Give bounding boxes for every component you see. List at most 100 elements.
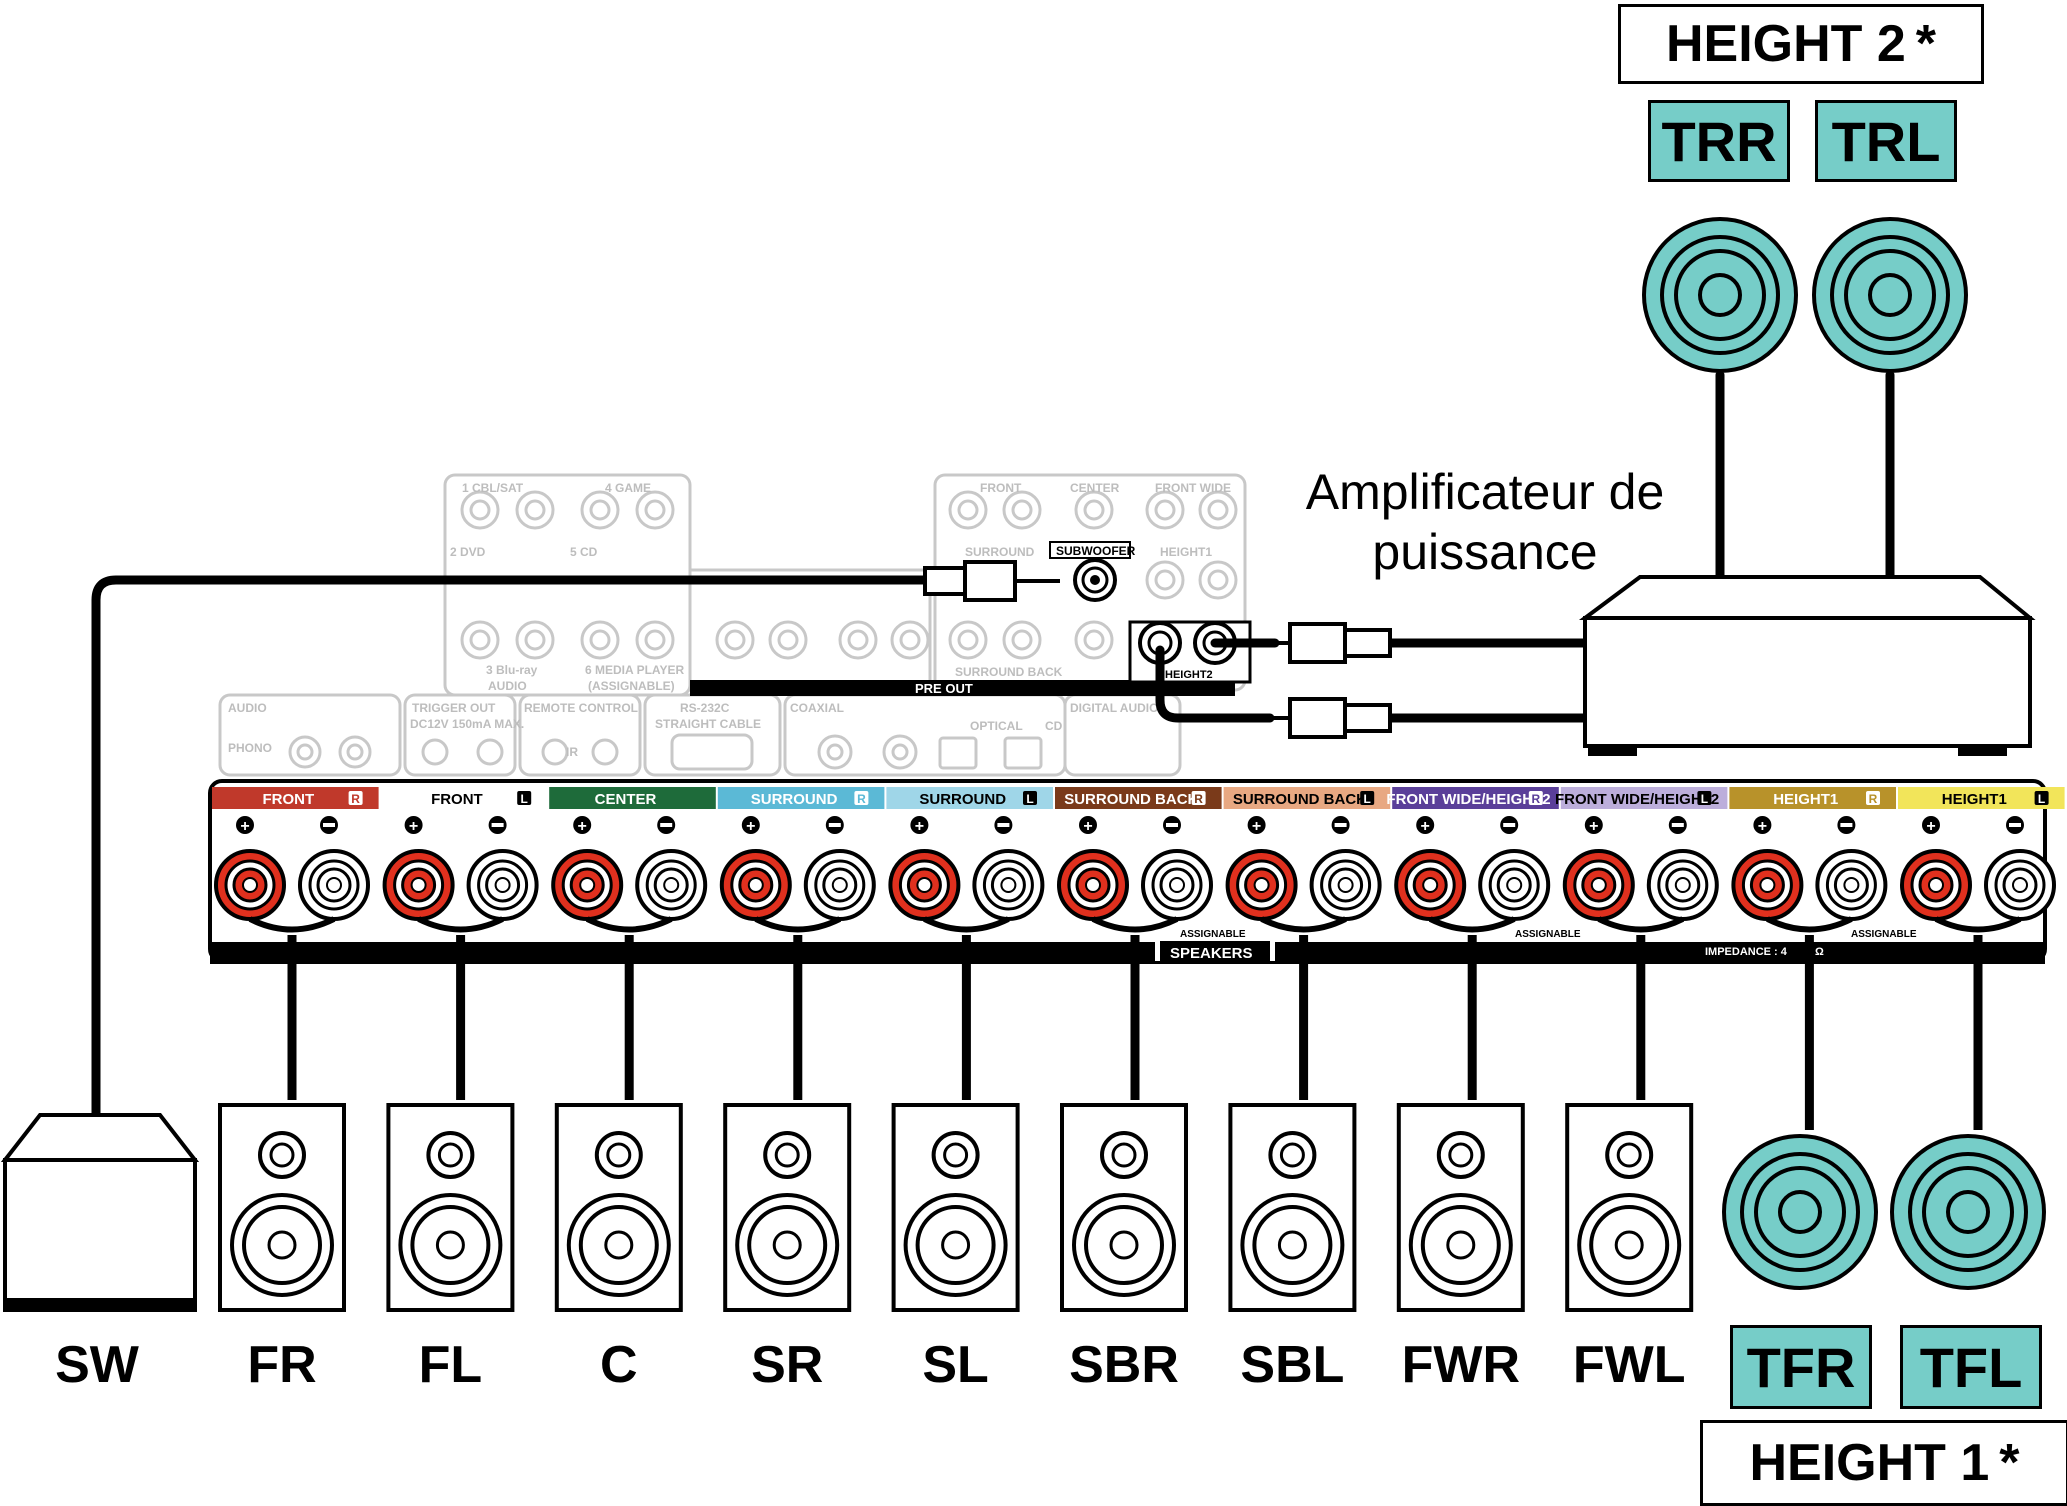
- floor-speaker-label: SBL: [1240, 1336, 1345, 1394]
- floor-speaker-label: FL: [418, 1336, 483, 1394]
- floor-speaker: [1396, 1103, 1525, 1312]
- height1-title: HEIGHT 1: [1749, 1434, 1990, 1492]
- speaker-wires: [287, 935, 1983, 1130]
- tag-tfr: TFR: [1730, 1325, 1872, 1409]
- terminal-header-side: L: [1701, 792, 1708, 806]
- svg-text:+: +: [915, 818, 924, 835]
- svg-text:DC12V 150mA MAX.: DC12V 150mA MAX.: [410, 717, 524, 731]
- floor-speaker: [723, 1103, 852, 1312]
- terminal-pair: +: [1900, 816, 2056, 933]
- svg-text:ASSIGNABLE: ASSIGNABLE: [1515, 929, 1581, 940]
- floor-speaker: [1060, 1103, 1188, 1312]
- trr-label: TRR: [1661, 109, 1777, 173]
- svg-text:+: +: [1589, 818, 1598, 835]
- svg-text:HEIGHT2: HEIGHT2: [1165, 669, 1213, 681]
- svg-text:+: +: [1421, 818, 1430, 835]
- terminal-pair: +: [1057, 816, 1213, 933]
- terminal-header-label: SURROUND BACK: [1064, 791, 1198, 808]
- terminal-header-side: L: [521, 792, 528, 806]
- svg-text:IMPEDANCE : 4: IMPEDANCE : 4: [1705, 946, 1788, 958]
- terminal-header-side: L: [1364, 792, 1371, 806]
- tfl-label: TFL: [1919, 1335, 2023, 1399]
- svg-text:+: +: [578, 818, 587, 835]
- svg-text:COAXIAL: COAXIAL: [790, 701, 844, 715]
- terminal-header-label: HEIGHT1: [1942, 791, 2007, 808]
- terminal-header: HEIGHT1 R: [1729, 787, 1896, 809]
- svg-text:SURROUND: SURROUND: [965, 545, 1035, 559]
- svg-text:HEIGHT1: HEIGHT1: [1160, 545, 1212, 559]
- terminal-header-label: FRONT: [431, 791, 483, 808]
- terminal-header-side: R: [1869, 792, 1878, 806]
- tfr-label: TFR: [1746, 1335, 1856, 1399]
- svg-text:2 DVD: 2 DVD: [450, 545, 486, 559]
- terminal-header-side: L: [2038, 792, 2045, 806]
- svg-text:SPEAKERS: SPEAKERS: [1170, 945, 1253, 962]
- svg-text:4 GAME: 4 GAME: [605, 481, 651, 495]
- terminal-pair: +: [719, 816, 876, 933]
- height1-title-box: HEIGHT 1 *: [1700, 1420, 2067, 1506]
- terminal-header-side: R: [1531, 792, 1540, 806]
- svg-text:CENTER: CENTER: [1070, 481, 1120, 495]
- height2-rear-right-speaker: [1642, 217, 1798, 373]
- trl-label: TRL: [1831, 109, 1941, 173]
- terminal-pair: +: [888, 816, 1045, 933]
- terminal-header-label: HEIGHT1: [1773, 791, 1838, 808]
- svg-text:3 Blu-ray: 3 Blu-ray: [486, 663, 538, 677]
- floor-speaker-label: SBR: [1069, 1336, 1179, 1394]
- terminal-pair: +: [551, 816, 708, 933]
- bottom-label-tabs: SPEAKERS ASSIGNABLE ASSIGNABLE ASSIGNABL…: [1155, 929, 1917, 962]
- terminal-header-label: SURROUND: [751, 791, 838, 808]
- terminal-header-label: SURROUND: [919, 791, 1006, 808]
- floor-speaker: [386, 1103, 515, 1312]
- terminal-header-label: SURROUND BACK: [1233, 791, 1367, 808]
- terminal-header-label: FRONT: [262, 791, 314, 808]
- svg-text:TRIGGER OUT: TRIGGER OUT: [412, 701, 496, 715]
- svg-text:PRE OUT: PRE OUT: [915, 681, 973, 696]
- svg-text:IR: IR: [566, 745, 578, 759]
- faded-panel-labels: 1 CBL/SAT 4 GAME 2 DVD 5 CD 3 Blu-ray 6 …: [228, 481, 1231, 759]
- rca-plug-subwoofer: [923, 560, 1060, 602]
- floor-speaker-label: C: [600, 1336, 638, 1394]
- pre-out-bar: PRE OUT: [690, 680, 1235, 696]
- tag-trr: TRR: [1648, 100, 1790, 182]
- svg-text:OPTICAL: OPTICAL: [970, 719, 1023, 733]
- svg-text:+: +: [1926, 818, 1935, 835]
- floor-speaker-label: SL: [922, 1336, 989, 1394]
- rca-plug-height2-l: [1262, 697, 1392, 739]
- svg-text:1 CBL/SAT: 1 CBL/SAT: [462, 481, 524, 495]
- terminal-header-side: R: [1194, 792, 1203, 806]
- amplifier-label-line1: Amplificateur de: [1305, 464, 1665, 520]
- svg-text:AUDIO: AUDIO: [488, 679, 527, 693]
- terminal-header: CENTER: [549, 787, 716, 809]
- terminal-header: HEIGHT1 L: [1898, 787, 2065, 809]
- svg-text:ASSIGNABLE: ASSIGNABLE: [1851, 929, 1917, 940]
- svg-text:6 MEDIA PLAYER: 6 MEDIA PLAYER: [585, 663, 684, 677]
- floor-speaker-label: SR: [751, 1336, 824, 1394]
- terminal-header-side: R: [857, 792, 866, 806]
- height2-title-box: HEIGHT 2 *: [1618, 4, 1984, 84]
- faded-jacks: [288, 490, 1238, 771]
- svg-text:+: +: [409, 818, 418, 835]
- terminal-pair: +: [1731, 816, 1888, 933]
- height2-pre-out-jacks: HEIGHT2: [1128, 620, 1252, 684]
- terminal-pair: +: [1225, 816, 1382, 933]
- terminal-header-label: FRONT WIDE/HEIGHT2: [1386, 791, 1550, 808]
- svg-text:+: +: [1252, 818, 1261, 835]
- svg-text:+: +: [1083, 818, 1092, 835]
- tag-tfl: TFL: [1900, 1325, 2042, 1409]
- height2-title: HEIGHT 2: [1665, 15, 1906, 73]
- terminal-header-label: FRONT WIDE/HEIGHT2: [1555, 791, 1719, 808]
- height1-front-left-speaker: [1890, 1134, 2046, 1290]
- svg-text:+: +: [240, 818, 249, 835]
- svg-text:PHONO: PHONO: [228, 741, 272, 755]
- svg-text:Ω: Ω: [1815, 946, 1824, 958]
- power-amplifier: [1578, 575, 2036, 756]
- floor-speakers: [218, 1103, 1694, 1312]
- floor-speaker: [891, 1103, 1020, 1312]
